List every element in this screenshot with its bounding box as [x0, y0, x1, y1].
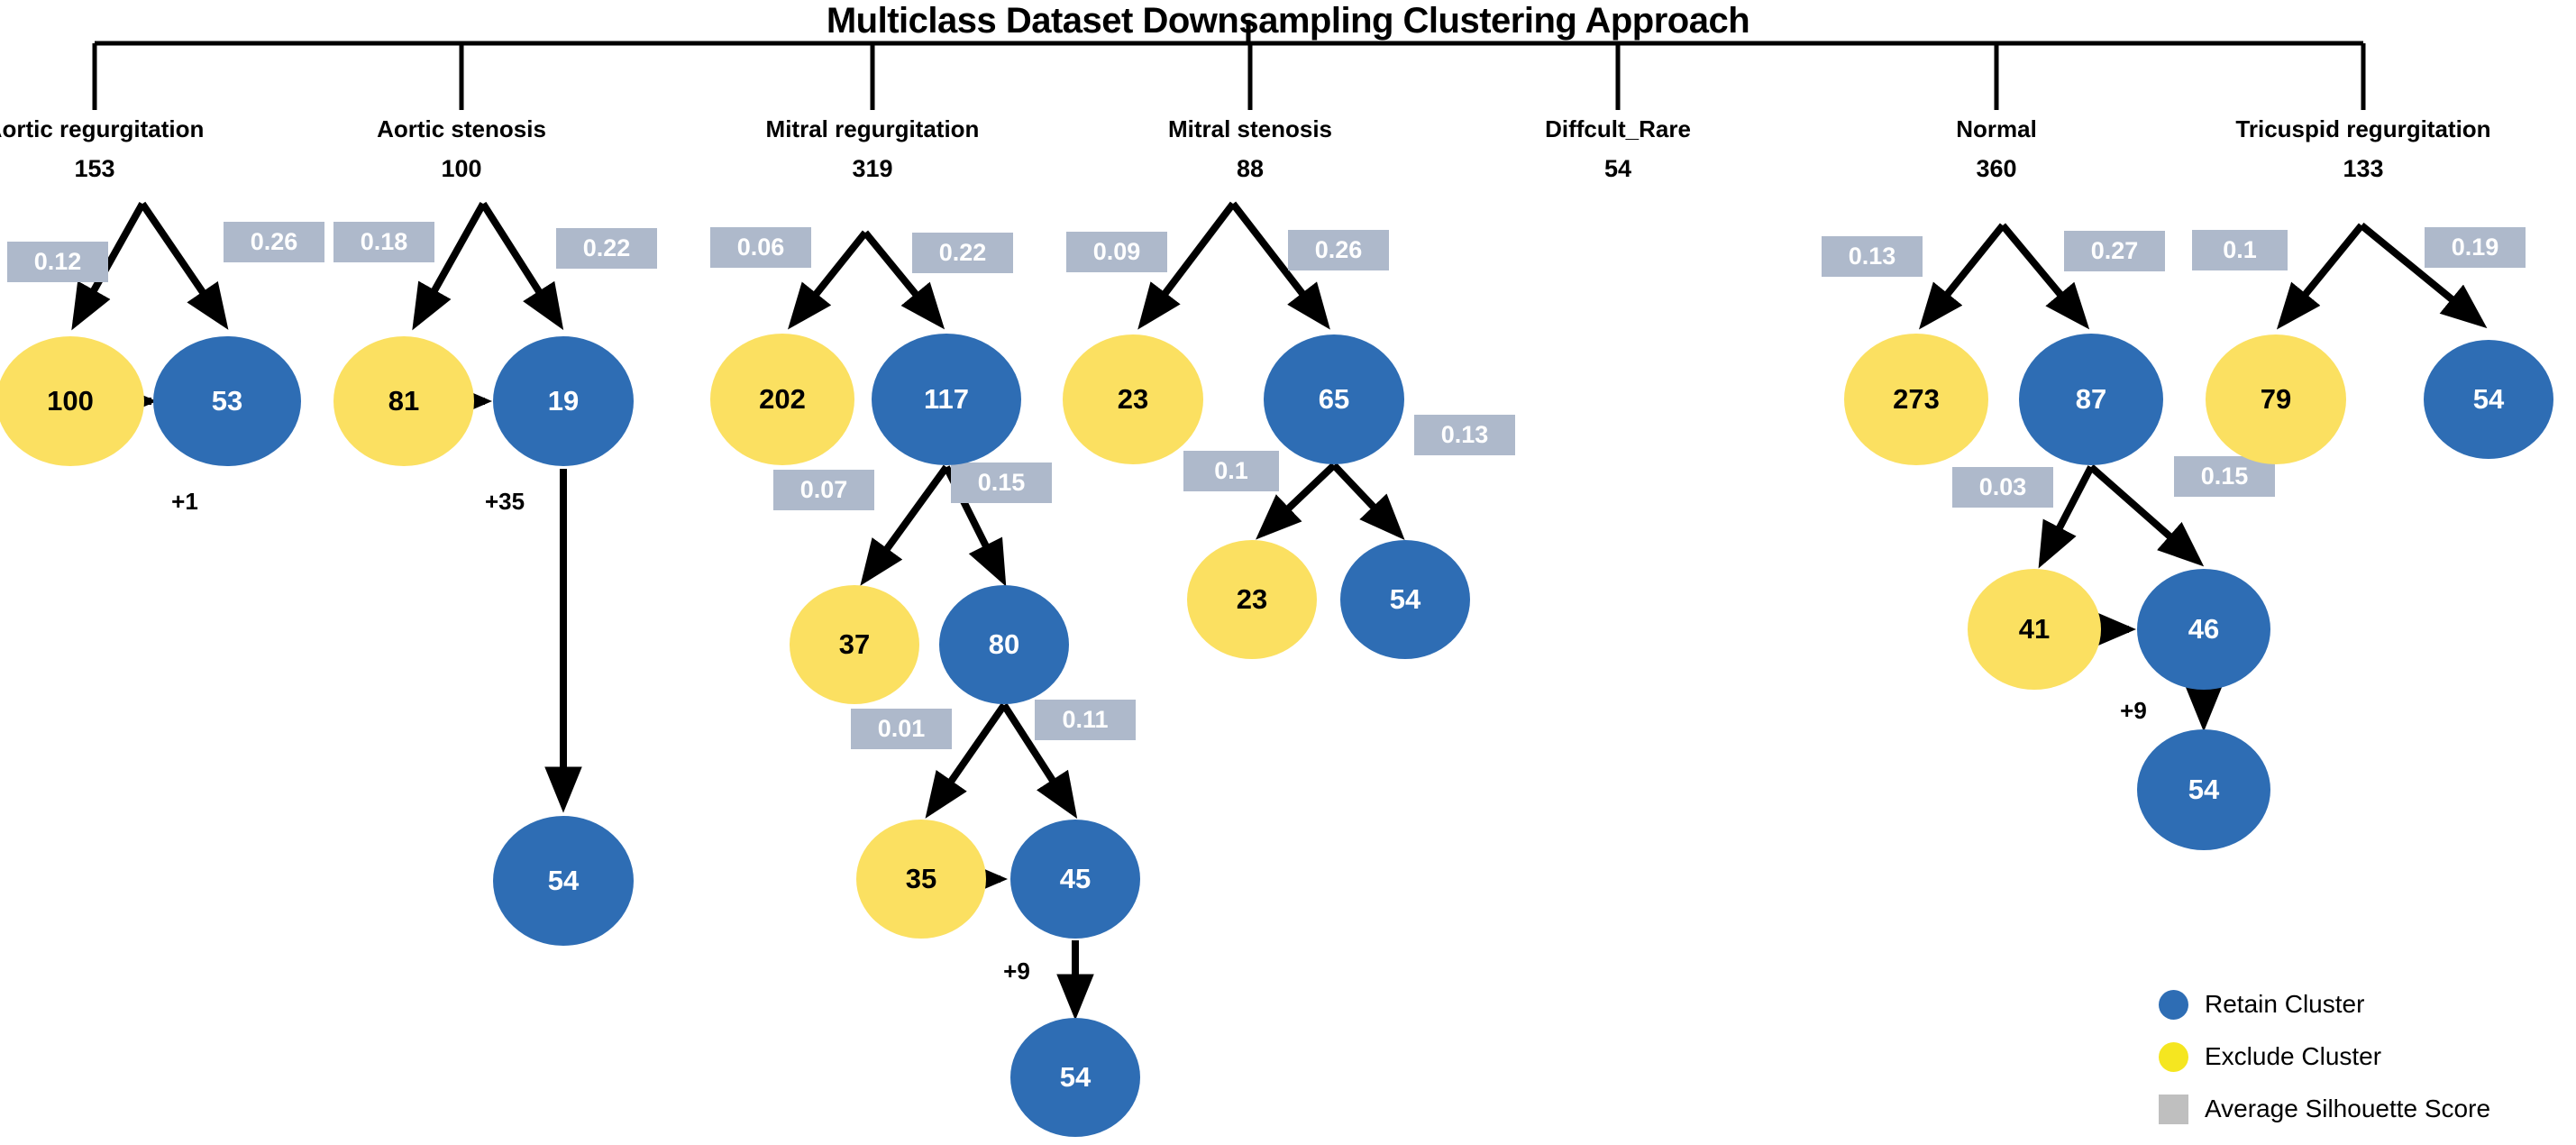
node-as-81: 81 [333, 336, 474, 466]
node-mr-80: 80 [939, 585, 1069, 704]
cat-mitral-stenosis-label: Mitral stenosis [1167, 115, 1333, 142]
node-as-19: 19 [493, 336, 634, 466]
node-n-41: 41 [1968, 569, 2101, 690]
exclude-circle-icon [2159, 1041, 2188, 1072]
legend-silhouette-label: Average Silhouette Score [2205, 1095, 2491, 1122]
page-title: Multiclass Dataset Downsampling Clusteri… [826, 1, 1750, 41]
legend-retain-cluster-label: Retain Cluster [2205, 990, 2365, 1018]
node-tr-54: 54 [2424, 340, 2553, 459]
sil-ms-left: 0.09 [1066, 232, 1167, 272]
node-mr-54: 54 [1010, 1018, 1140, 1137]
legend-silhouette: Average Silhouette Score [2159, 1083, 2490, 1135]
sil-tr-left: 0.1 [2192, 230, 2288, 270]
plus-ar: +1 [171, 488, 198, 515]
node-n-54: 54 [2137, 729, 2270, 850]
sil-tr-right: 0.19 [2425, 227, 2526, 268]
sil-mr-left: 0.06 [710, 227, 811, 268]
plus-n: +9 [2120, 697, 2147, 724]
node-ar-53: 53 [153, 336, 301, 466]
cat-diffcult-rare-count: 54 [1603, 155, 1632, 182]
legend-exclude-cluster-label: Exclude Cluster [2205, 1042, 2382, 1070]
node-n-46: 46 [2137, 569, 2270, 690]
node-mr-45: 45 [1010, 820, 1140, 939]
legend-retain-cluster: Retain Cluster [2159, 978, 2490, 1030]
cat-aortic-stenosis-label: Aortic stenosis [377, 115, 546, 142]
retain-circle-icon [2159, 989, 2188, 1020]
node-ar-100: 100 [0, 336, 144, 466]
sil-as-left: 0.18 [333, 222, 434, 262]
node-as-54: 54 [493, 816, 634, 946]
sil-n-right: 0.27 [2064, 231, 2165, 271]
node-mr-37: 37 [790, 585, 919, 704]
node-tr-79: 79 [2206, 334, 2346, 464]
node-mr-35: 35 [856, 820, 986, 939]
node-ms-65: 65 [1264, 334, 1404, 464]
sil-mr3-right: 0.11 [1035, 700, 1136, 740]
sil-ar-left: 0.12 [7, 242, 108, 282]
cat-normal-label: Normal [1956, 115, 2037, 142]
cat-normal-count: 360 [1976, 155, 2017, 182]
cat-mitral-regurgitation-count: 319 [852, 155, 893, 182]
sil-ms-right: 0.26 [1288, 230, 1389, 270]
cat-mitral-stenosis-count: 88 [1236, 155, 1265, 182]
plus-mr: +9 [1003, 957, 1030, 985]
plus-as: +35 [484, 488, 525, 515]
node-ms-23: 23 [1063, 334, 1203, 464]
cat-tricuspid-regurgitation-count: 133 [2343, 155, 2384, 182]
silhouette-square-icon [2159, 1094, 2188, 1124]
cat-aortic-stenosis-count: 100 [441, 155, 482, 182]
node-ms-54: 54 [1340, 540, 1470, 659]
sil-as-right: 0.22 [556, 228, 657, 269]
cat-aortic-regurgitation-count: 153 [74, 155, 115, 182]
cat-aortic-regurgitation-label: Aortic regurgitation [0, 115, 205, 142]
sil-mr2-right: 0.15 [951, 463, 1052, 503]
node-n-273: 273 [1844, 334, 1988, 465]
node-mr-202: 202 [710, 334, 854, 465]
cat-tricuspid-regurgitation-label: Tricuspid regurgitation [2235, 115, 2491, 142]
sil-ms2-left: 0.1 [1183, 451, 1279, 491]
node-mr-117: 117 [872, 334, 1021, 465]
sil-mr-right: 0.22 [912, 233, 1013, 273]
legend-exclude-cluster: Exclude Cluster [2159, 1030, 2490, 1083]
sil-ms2-right: 0.13 [1414, 415, 1515, 455]
cat-mitral-regurgitation-label: Mitral regurgitation [765, 115, 980, 142]
sil-n2-left: 0.03 [1952, 467, 2053, 508]
node-n-87: 87 [2019, 334, 2163, 465]
sil-mr2-left: 0.07 [773, 470, 874, 510]
sil-mr3-left: 0.01 [851, 709, 952, 749]
node-ms-23b: 23 [1187, 540, 1317, 659]
sil-ar-right: 0.26 [224, 222, 324, 262]
sil-n2-right: 0.15 [2174, 456, 2275, 497]
cat-diffcult-rare-label: Diffcult_Rare [1545, 115, 1691, 142]
sil-n-left: 0.13 [1822, 236, 1923, 277]
